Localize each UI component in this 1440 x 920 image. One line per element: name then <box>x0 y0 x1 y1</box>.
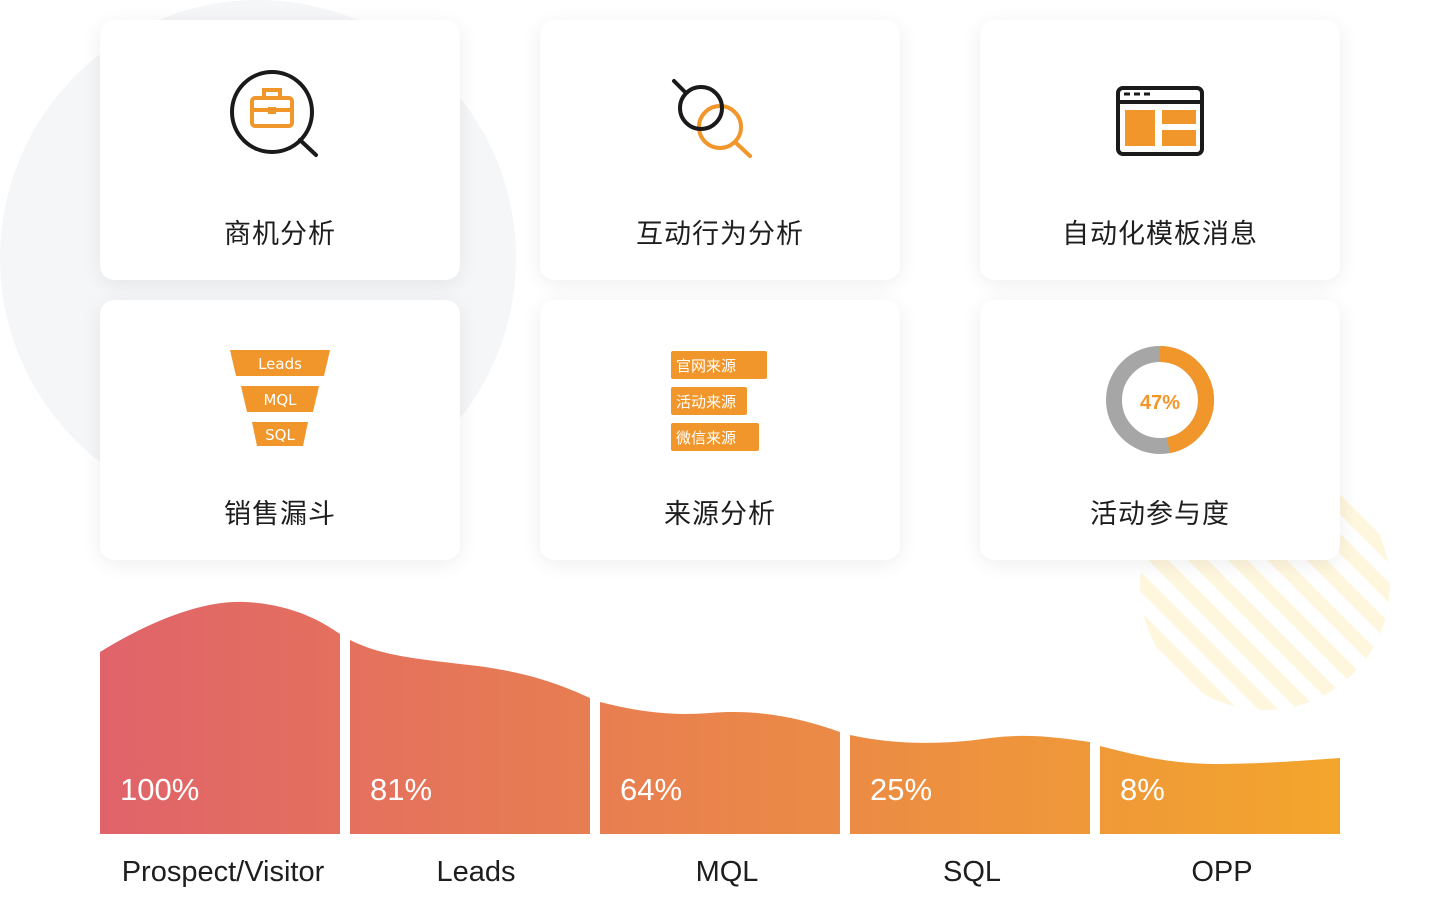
source-tag: 微信来源 <box>676 429 736 447</box>
briefcase-search-icon <box>100 60 460 180</box>
funnel-step-mql: MQL <box>263 391 297 409</box>
card-source-analysis[interactable]: 官网来源 活动来源 微信来源 来源分析 <box>540 300 900 560</box>
card-title: 活动参与度 <box>1090 499 1230 530</box>
funnel-stage-mql <box>600 702 840 834</box>
card-title: 互动行为分析 <box>636 219 804 250</box>
stage-percent-leads: 81% <box>370 772 433 807</box>
stage-percent-opp: 8% <box>1120 772 1165 807</box>
card-interaction-analysis[interactable]: 互动行为分析 <box>540 20 900 280</box>
card-title: 商机分析 <box>224 219 336 250</box>
stage-label-mql: MQL <box>695 856 759 888</box>
dual-magnifier-icon <box>540 60 900 180</box>
card-opportunity-analysis[interactable]: 商机分析 <box>100 20 460 280</box>
funnel-stage-sql <box>850 735 1090 834</box>
donut-value-arc <box>1106 346 1214 454</box>
funnel-step-leads: Leads <box>258 355 302 373</box>
funnel-step-sql: SQL <box>265 426 295 444</box>
source-tag: 官网来源 <box>676 357 736 375</box>
funnel-stage-opp <box>1100 746 1340 834</box>
card-template-messages[interactable]: 自动化模板消息 <box>980 20 1340 280</box>
card-activity-engagement[interactable]: 47% 活动参与度 <box>980 300 1340 560</box>
card-sales-funnel[interactable]: Leads MQL SQL 销售漏斗 <box>100 300 460 560</box>
stage-percent-prospect: 100% <box>120 772 200 807</box>
funnel-stage-prospect <box>100 601 340 834</box>
stage-label-prospect: Prospect/Visitor <box>121 856 325 888</box>
browser-template-icon <box>980 60 1340 180</box>
source-tags-icon: 官网来源 活动来源 微信来源 <box>540 340 900 460</box>
card-title: 自动化模板消息 <box>1062 219 1258 250</box>
card-title: 销售漏斗 <box>224 499 336 530</box>
funnel-stage-leads <box>350 640 590 834</box>
stage-percent-mql: 64% <box>620 772 683 807</box>
donut-percent-label: 47% <box>1140 392 1180 414</box>
donut-chart-icon: 47% <box>980 340 1340 460</box>
stage-label-opp: OPP <box>1191 856 1253 888</box>
card-title: 来源分析 <box>664 499 776 530</box>
source-tag: 活动来源 <box>676 393 736 411</box>
stage-label-sql: SQL <box>942 856 1002 888</box>
stage-label-leads: Leads <box>436 856 516 888</box>
funnel-icon: Leads MQL SQL <box>100 340 460 460</box>
stage-percent-sql: 25% <box>870 772 933 807</box>
